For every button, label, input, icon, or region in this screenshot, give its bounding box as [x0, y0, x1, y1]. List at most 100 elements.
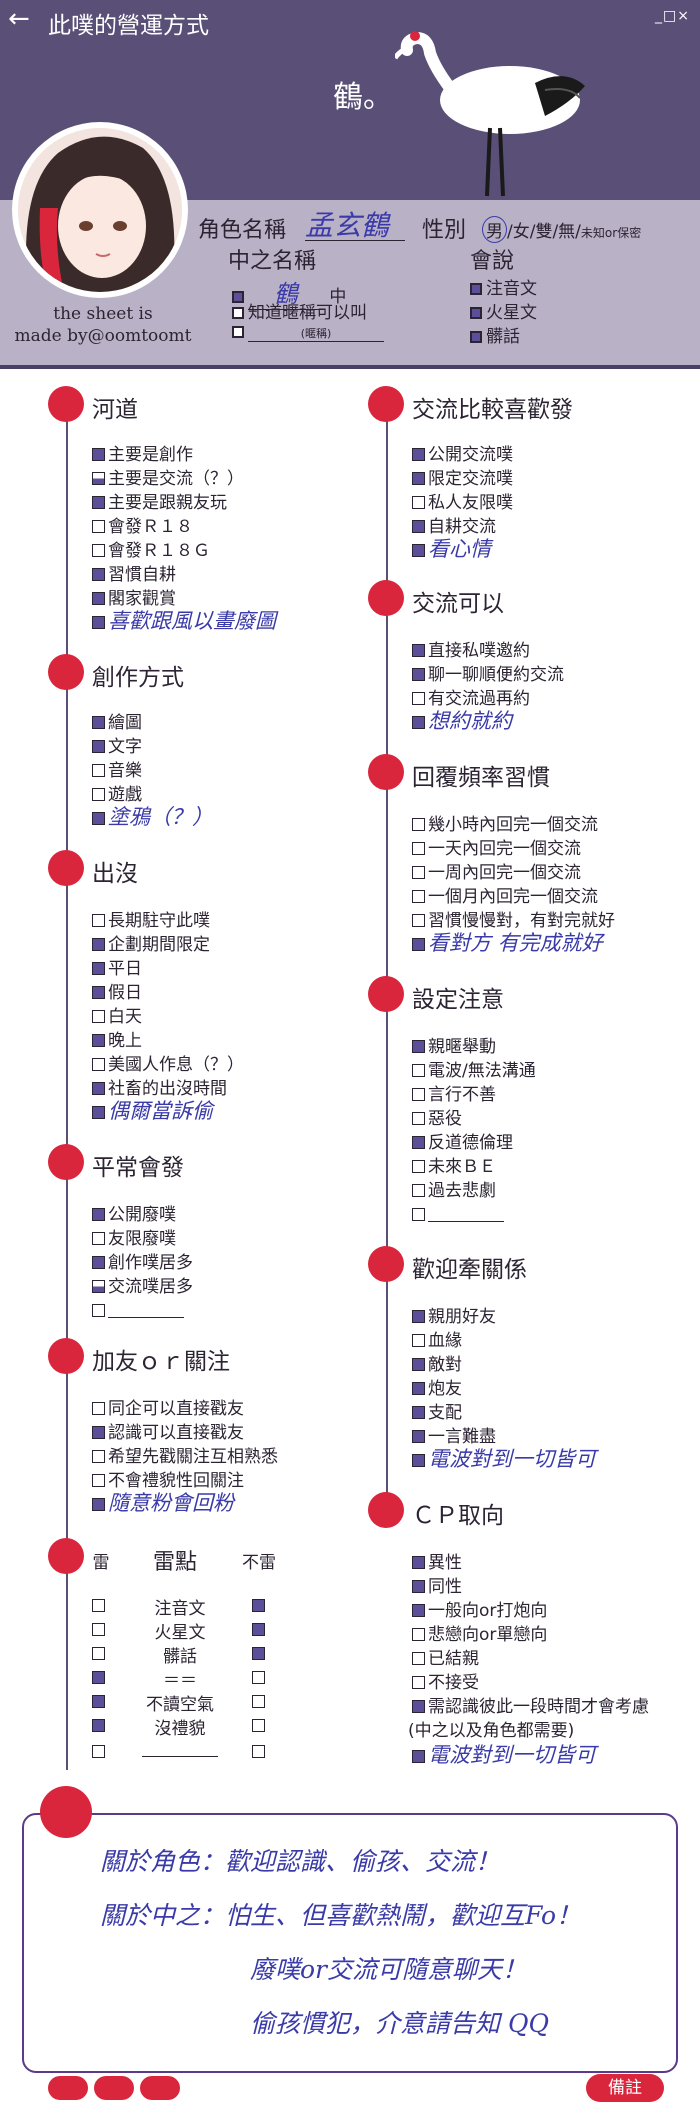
checkbox-empty[interactable]	[412, 1652, 425, 1665]
checkbox-checked[interactable]	[470, 307, 482, 319]
river-item[interactable]: 主要是跟親友玩	[92, 492, 227, 514]
gender-unknown[interactable]: 未知or保密	[580, 226, 642, 240]
exchange-ok-item[interactable]: 聊一聊順便約交流	[412, 664, 564, 686]
creation-item[interactable]: 音樂	[92, 760, 142, 782]
presence-item[interactable]: 平日	[92, 958, 142, 980]
checkbox-empty[interactable]	[92, 1010, 105, 1023]
checkbox-empty[interactable]	[92, 1450, 105, 1463]
checkbox-empty[interactable]	[412, 1184, 425, 1197]
checkbox-checked[interactable]	[470, 331, 482, 343]
blank-line[interactable]	[108, 1303, 184, 1318]
reply-item[interactable]: 幾小時內回完一個交流	[412, 814, 598, 836]
checkbox-empty[interactable]	[92, 1058, 105, 1071]
creation-item[interactable]: 文字	[92, 736, 142, 758]
checkbox-empty[interactable]	[92, 1402, 105, 1415]
thunder-check-right[interactable]	[252, 1596, 268, 1616]
posts-item[interactable]: 創作噗居多	[92, 1252, 193, 1274]
relation-item[interactable]: 炮友	[412, 1378, 462, 1400]
setting-item[interactable]: 惡役	[412, 1108, 462, 1130]
checkbox-checked[interactable]	[92, 1695, 105, 1708]
checkbox-empty[interactable]	[92, 1474, 105, 1487]
checkbox-checked[interactable]	[92, 1082, 105, 1095]
checkbox-empty[interactable]	[92, 764, 105, 777]
checkbox-empty[interactable]	[92, 788, 105, 801]
checkbox-empty[interactable]	[252, 1671, 265, 1684]
checkbox-empty[interactable]	[92, 1623, 105, 1636]
presence-item[interactable]: 美國人作息（？）	[92, 1054, 244, 1076]
checkbox-checked[interactable]	[412, 1310, 425, 1323]
checkbox-checked[interactable]	[92, 986, 105, 999]
checkbox-checked[interactable]	[252, 1623, 265, 1636]
cp-item-custom[interactable]: 電波對到一切皆可	[412, 1744, 596, 1768]
checkbox-empty[interactable]	[412, 866, 425, 879]
checkbox-checked[interactable]	[412, 1556, 425, 1569]
speak-option-1[interactable]: 注音文	[470, 274, 537, 299]
reply-item-custom[interactable]: 看對方 有完成就好	[412, 932, 603, 956]
checkbox-checked[interactable]	[412, 1136, 425, 1149]
checkbox-checked[interactable]	[92, 740, 105, 753]
reply-item[interactable]: 一天內回完一個交流	[412, 838, 581, 860]
checkbox-checked[interactable]	[92, 812, 105, 825]
checkbox-checked[interactable]	[470, 283, 482, 295]
speak-option-3[interactable]: 髒話	[470, 322, 520, 347]
follow-item[interactable]: 希望先戳關注互相熟悉	[92, 1446, 278, 1468]
exchange-post-item[interactable]: 私人友限噗	[412, 492, 513, 514]
checkbox-checked[interactable]	[412, 1700, 425, 1713]
reply-item[interactable]: 一周內回完一個交流	[412, 862, 581, 884]
thunder-check-right[interactable]	[252, 1620, 268, 1640]
chinese-name-option-1[interactable]: 鶴 中	[232, 274, 346, 310]
river-item[interactable]: 閣家觀賞	[92, 588, 176, 610]
relation-item[interactable]: 親朋好友	[412, 1306, 496, 1328]
creation-item[interactable]: 遊戲	[92, 784, 142, 806]
thunder-check-left[interactable]	[92, 1668, 108, 1688]
relation-item[interactable]: 血緣	[412, 1330, 462, 1352]
page-tab[interactable]	[48, 2076, 88, 2100]
setting-item[interactable]: 反道德倫理	[412, 1132, 513, 1154]
checkbox-partial[interactable]	[92, 472, 105, 485]
checkbox-checked[interactable]	[252, 1599, 265, 1612]
follow-item-custom[interactable]: 隨意粉會回粉	[92, 1492, 234, 1516]
checkbox-empty[interactable]	[412, 914, 425, 927]
exchange-post-item-custom[interactable]: 看心情	[412, 538, 491, 562]
creation-item-custom[interactable]: 塗鴉（？）	[92, 806, 213, 830]
posts-item[interactable]: 交流噗居多	[92, 1276, 193, 1298]
follow-item[interactable]: 同企可以直接戳友	[92, 1398, 244, 1420]
checkbox-checked[interactable]	[92, 938, 105, 951]
setting-item[interactable]: 未來ＢＥ	[412, 1156, 496, 1178]
checkbox-empty[interactable]	[412, 890, 425, 903]
checkbox-checked[interactable]	[92, 1256, 105, 1269]
checkbox-checked[interactable]	[412, 1604, 425, 1617]
follow-item[interactable]: 認識可以直接戳友	[92, 1422, 244, 1444]
checkbox-checked[interactable]	[412, 1382, 425, 1395]
checkbox-checked[interactable]	[412, 716, 425, 729]
checkbox-checked[interactable]	[92, 1498, 105, 1511]
posts-item-blank[interactable]	[92, 1300, 184, 1322]
checkbox-checked[interactable]	[412, 1040, 425, 1053]
checkbox-empty[interactable]	[92, 1599, 105, 1612]
thunder-check-left[interactable]	[92, 1596, 108, 1616]
checkbox-checked[interactable]	[92, 1426, 105, 1439]
checkbox-empty[interactable]	[92, 1232, 105, 1245]
gender-options[interactable]: 男/女/雙/無/未知or保密	[482, 216, 641, 243]
thunder-check-left[interactable]	[92, 1644, 108, 1664]
presence-item[interactable]: 假日	[92, 982, 142, 1004]
checkbox-checked[interactable]	[92, 568, 105, 581]
presence-item[interactable]: 長期駐守此噗	[92, 910, 210, 932]
checkbox-partial[interactable]	[92, 1280, 105, 1293]
presence-item[interactable]: 白天	[92, 1006, 142, 1028]
relation-item[interactable]: 支配	[412, 1402, 462, 1424]
thunder-check-right[interactable]	[252, 1668, 268, 1688]
river-item-custom[interactable]: 喜歡跟風以畫廢圖	[92, 610, 276, 634]
river-item[interactable]: 習慣自耕	[92, 564, 176, 586]
checkbox-checked[interactable]	[252, 1647, 265, 1660]
thunder-check-right[interactable]	[252, 1644, 268, 1664]
checkbox-empty[interactable]	[412, 1628, 425, 1641]
river-item[interactable]: 會發Ｒ１８	[92, 516, 193, 538]
gender-others[interactable]: /女/雙/無/	[507, 222, 581, 242]
checkbox-checked[interactable]	[92, 616, 105, 629]
exchange-post-item[interactable]: 公開交流噗	[412, 444, 513, 466]
thunder-check-left[interactable]	[92, 1692, 108, 1712]
checkbox-empty[interactable]	[412, 1160, 425, 1173]
checkbox-empty[interactable]	[412, 1334, 425, 1347]
checkbox-empty[interactable]	[412, 1112, 425, 1125]
